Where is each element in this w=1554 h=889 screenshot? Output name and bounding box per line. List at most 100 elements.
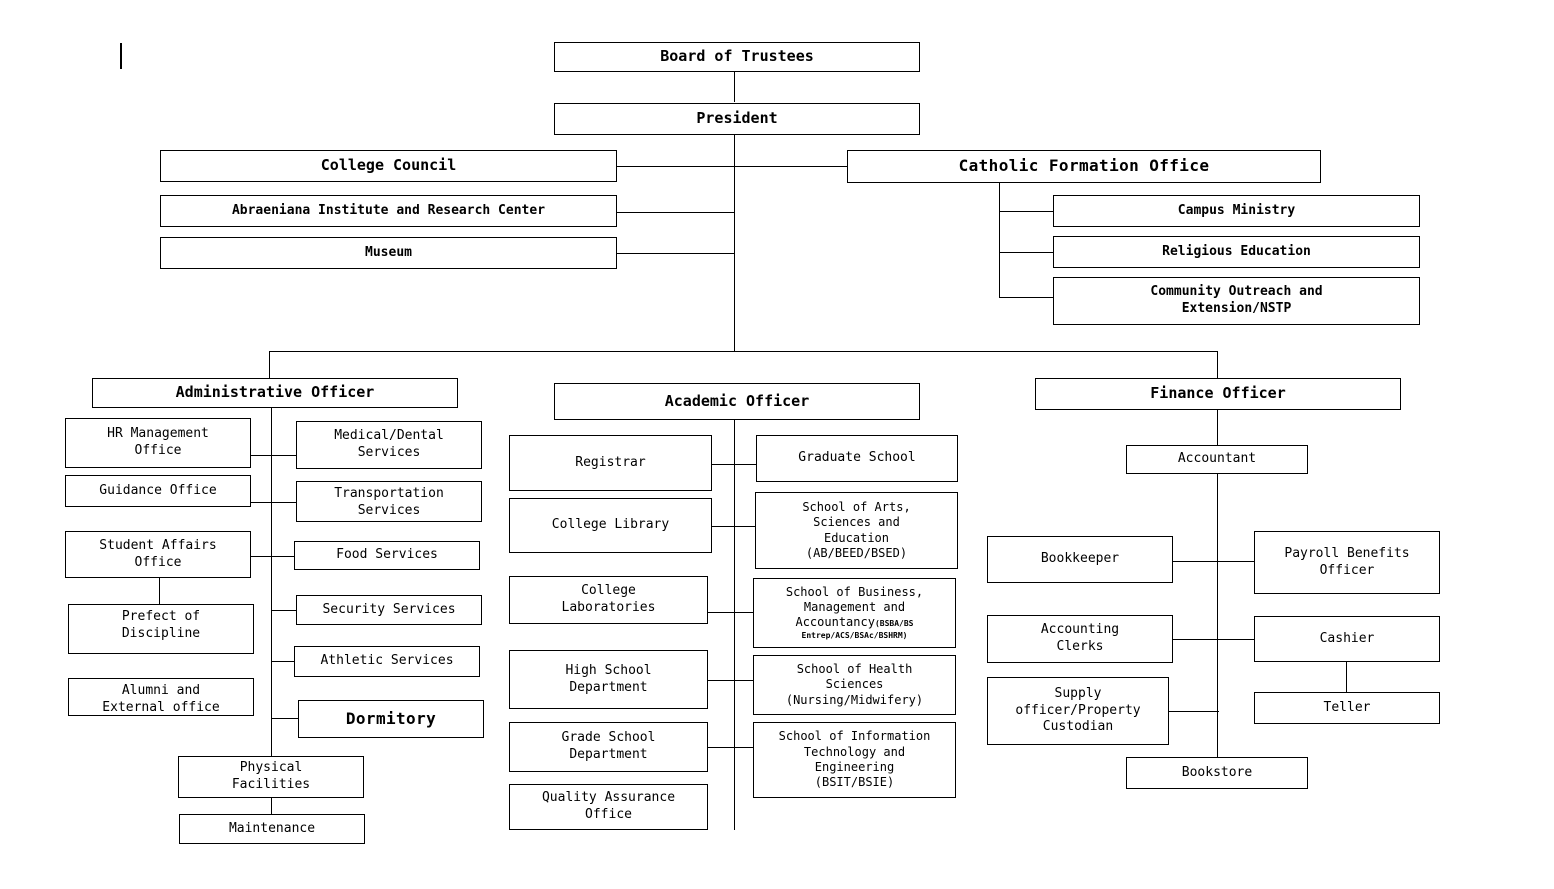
node-label: Teller xyxy=(1323,699,1371,715)
node-school-of-arts-sciences-education[interactable]: School of Arts, Sciences and Education (… xyxy=(755,492,958,569)
node-supply-officer-property-custodian[interactable]: Supply officer/Property Custodian xyxy=(987,677,1169,745)
node-president[interactable]: President xyxy=(554,103,920,135)
node-college-laboratories[interactable]: College Laboratories xyxy=(509,576,708,624)
node-label: Grade School Department xyxy=(561,730,656,762)
node-finance-officer[interactable]: Finance Officer xyxy=(1035,378,1401,410)
node-religious-education[interactable]: Religious Education xyxy=(1053,236,1420,268)
node-bookstore[interactable]: Bookstore xyxy=(1126,757,1308,789)
node-academic-officer[interactable]: Academic Officer xyxy=(554,383,920,420)
node-school-of-information-technology-engineering[interactable]: School of Information Technology and Eng… xyxy=(753,722,956,798)
connector-admin-hr-medical xyxy=(250,455,296,456)
node-school-of-health-sciences[interactable]: School of Health Sciences (Nursing/Midwi… xyxy=(753,655,956,715)
node-museum[interactable]: Museum xyxy=(160,237,617,269)
node-registrar[interactable]: Registrar xyxy=(509,435,712,491)
node-label: School of Health Sciences (Nursing/Midwi… xyxy=(785,661,924,707)
node-maintenance[interactable]: Maintenance xyxy=(179,814,365,844)
node-label: Academic Officer xyxy=(664,391,810,410)
node-label: College Council xyxy=(320,156,457,175)
connector-cfo-spine xyxy=(999,182,1000,297)
node-label: College Library xyxy=(551,517,670,533)
connector-admin-athletic xyxy=(271,661,295,662)
node-label: Quality Assurance Office xyxy=(541,790,676,822)
node-label: Athletic Services xyxy=(320,653,454,669)
node-label: Community Outreach and Extension/NSTP xyxy=(1150,284,1323,316)
node-administrative-officer[interactable]: Administrative Officer xyxy=(92,378,458,408)
node-board-of-trustees[interactable]: Board of Trustees xyxy=(554,42,920,72)
connector-finance-supply xyxy=(1169,711,1219,712)
node-label: Bookkeeper xyxy=(1040,551,1120,567)
connector-religious-education xyxy=(999,252,1054,253)
node-student-affairs-office[interactable]: Student Affairs Office xyxy=(65,531,251,578)
school-of-business-code-a: (BSBA/BS xyxy=(874,619,914,629)
connector-campus-ministry xyxy=(999,211,1054,212)
school-of-business-code-b: Entrep/ACS/BSAc/BSHRM) xyxy=(801,630,908,640)
node-athletic-services[interactable]: Athletic Services xyxy=(294,646,480,677)
node-graduate-school[interactable]: Graduate School xyxy=(756,435,958,482)
node-college-library[interactable]: College Library xyxy=(509,498,712,553)
node-high-school-department[interactable]: High School Department xyxy=(509,650,708,709)
node-label: Board of Trustees xyxy=(660,47,814,66)
school-of-business-main: School of Business, Management and Accou… xyxy=(785,584,924,630)
node-label: College Laboratories xyxy=(561,583,656,615)
node-guidance-office[interactable]: Guidance Office xyxy=(65,475,251,507)
node-cashier[interactable]: Cashier xyxy=(1254,616,1440,662)
connector-finance-clerks-cashier xyxy=(1173,639,1258,640)
node-payroll-benefits-officer[interactable]: Payroll Benefits Officer xyxy=(1254,531,1440,594)
node-abraeniana-institute[interactable]: Abraeniana Institute and Research Center xyxy=(160,195,617,227)
node-quality-assurance-office[interactable]: Quality Assurance Office xyxy=(509,784,708,830)
node-hr-management-office[interactable]: HR Management Office xyxy=(65,418,251,468)
node-college-council[interactable]: College Council xyxy=(160,150,617,182)
node-grade-school-department[interactable]: Grade School Department xyxy=(509,722,708,772)
node-label: Supply officer/Property Custodian xyxy=(1015,686,1141,735)
node-label: Dormitory xyxy=(345,708,437,728)
node-food-services[interactable]: Food Services xyxy=(294,541,480,570)
connector-affairs-prefect xyxy=(159,578,160,604)
node-label: Finance Officer xyxy=(1150,384,1286,403)
node-prefect-of-discipline[interactable]: Prefect of Discipline xyxy=(68,604,254,654)
connector-admin-affairs-food xyxy=(250,556,294,557)
node-catholic-formation-office[interactable]: Catholic Formation Office xyxy=(847,150,1321,183)
node-accounting-clerks[interactable]: Accounting Clerks xyxy=(987,615,1173,663)
node-teller[interactable]: Teller xyxy=(1254,692,1440,724)
node-label: Security Services xyxy=(322,601,456,617)
node-label: Transportation Services xyxy=(334,486,444,518)
node-label: High School Department xyxy=(565,662,652,695)
node-label: President xyxy=(696,109,778,128)
node-label: HR Management Office xyxy=(107,426,209,458)
node-accountant[interactable]: Accountant xyxy=(1126,445,1308,474)
node-school-of-business-management-accountancy[interactable]: School of Business, Management and Accou… xyxy=(753,578,956,648)
connector-bar-to-finance xyxy=(1217,351,1218,378)
connector-president-spine xyxy=(734,135,735,351)
node-label: Bookstore xyxy=(1181,764,1253,780)
node-dormitory[interactable]: Dormitory xyxy=(298,700,484,738)
node-label: Registrar xyxy=(575,454,646,470)
node-physical-facilities[interactable]: Physical Facilities xyxy=(178,756,364,798)
node-label: Museum xyxy=(365,244,412,260)
node-label: Payroll Benefits Officer xyxy=(1284,545,1410,578)
node-alumni-external-office[interactable]: Alumni and External office xyxy=(68,678,254,716)
node-transportation-services[interactable]: Transportation Services xyxy=(296,481,482,522)
node-label: Guidance Office xyxy=(99,482,217,498)
connector-admin-guidance-transport xyxy=(250,502,296,503)
connector-academic-highschool-health xyxy=(708,680,756,681)
text-cursor-artifact xyxy=(120,43,122,69)
node-label: School of Arts, Sciences and Education (… xyxy=(802,499,911,560)
node-community-outreach[interactable]: Community Outreach and Extension/NSTP xyxy=(1053,277,1420,325)
connector-academic-grade-it xyxy=(708,747,756,748)
node-label: Medical/Dental Services xyxy=(334,428,444,460)
node-campus-ministry[interactable]: Campus Ministry xyxy=(1053,195,1420,227)
node-label: Catholic Formation Office xyxy=(958,156,1210,176)
node-security-services[interactable]: Security Services xyxy=(296,595,482,625)
node-bookkeeper[interactable]: Bookkeeper xyxy=(987,536,1173,583)
node-label: Maintenance xyxy=(228,820,316,836)
connector-abraeniana xyxy=(617,212,735,213)
connector-admin-dormitory xyxy=(271,718,299,719)
node-label: Accounting Clerks xyxy=(1040,622,1120,654)
connector-academic-labs-business xyxy=(708,612,756,613)
node-label: Accountant xyxy=(1177,451,1257,467)
node-label: Student Affairs Office xyxy=(99,537,217,570)
node-medical-dental-services[interactable]: Medical/Dental Services xyxy=(296,421,482,469)
connector-catholic-formation xyxy=(734,166,848,167)
node-label: Abraeniana Institute and Research Center xyxy=(231,202,546,218)
